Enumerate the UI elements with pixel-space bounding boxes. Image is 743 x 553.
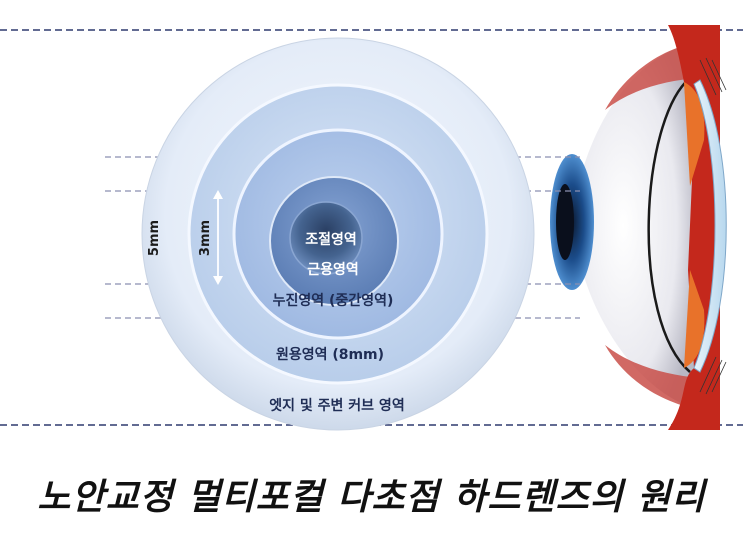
- accommodation-zone: [289, 201, 363, 275]
- label-progressive-zone: 누진영역 (중간영역): [273, 292, 394, 309]
- dimension-3mm: 3mm: [198, 190, 223, 285]
- dimension-label-3mm: 3mm: [198, 220, 213, 256]
- label-near-zone: 근용영역: [307, 261, 359, 278]
- label-accommodation-zone: 조절영역: [305, 231, 357, 248]
- dimension-5mm: 5mm: [147, 220, 162, 256]
- dimension-label-5mm: 5mm: [147, 220, 162, 256]
- eye-cross-section-illustration: [550, 25, 727, 430]
- figure-caption: 노안교정 멀티포컬 다초점 하드렌즈의 원리: [37, 477, 706, 518]
- label-edge-zone: 엣지 및 주변 커브 영역: [269, 397, 404, 414]
- lens-illustration: [141, 37, 535, 431]
- label-distance-zone: 원용영역 (8mm): [276, 346, 384, 363]
